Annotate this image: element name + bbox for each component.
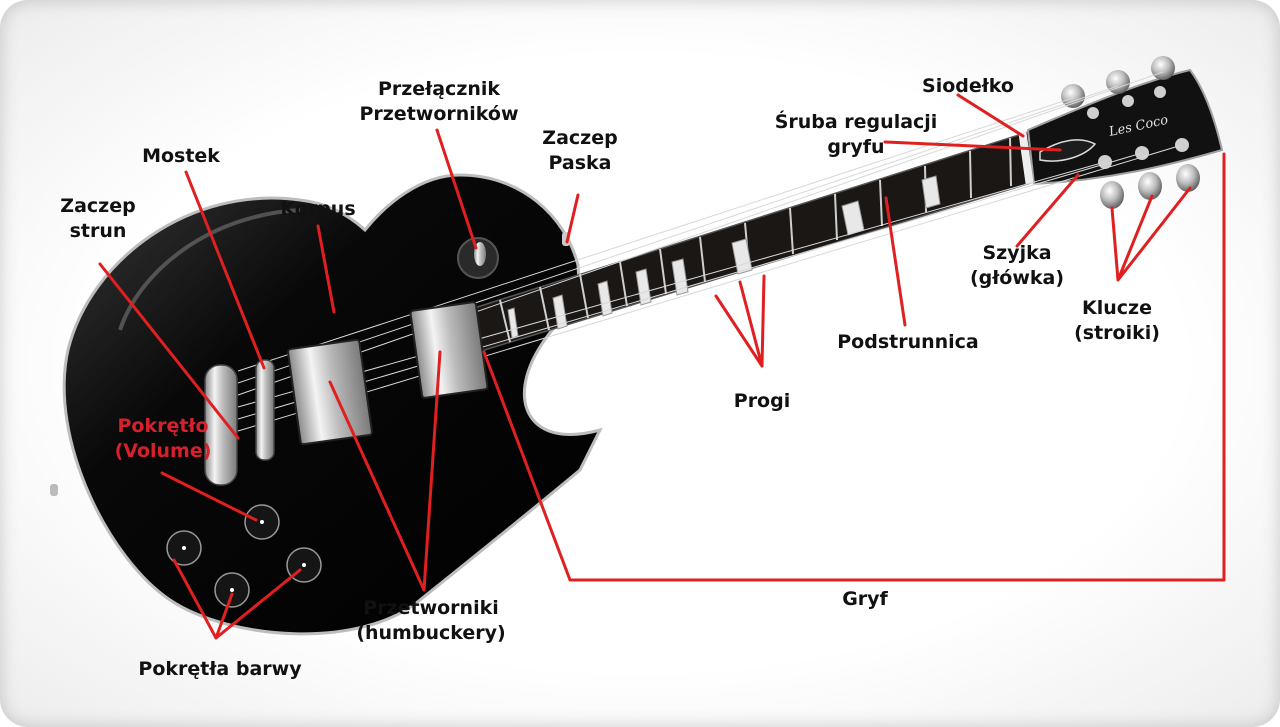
strap-button-bottom — [50, 484, 58, 496]
line-korpus — [316, 224, 336, 314]
label-zaczep-paska: Zaczep Paska — [542, 127, 618, 174]
line-mostek — [184, 170, 266, 370]
fret-inlays — [507, 175, 941, 339]
line-zaczep-paska — [565, 193, 580, 244]
label-klucze: Klucze (stroiki) — [1074, 297, 1160, 344]
line-przelacznik — [435, 128, 478, 250]
line-zaczep-strun — [98, 262, 240, 440]
neck-pickup — [409, 301, 489, 399]
nut — [1018, 131, 1034, 185]
line-progi — [714, 274, 766, 368]
label-pokretlo-volume: Pokrętło (Volume) — [114, 415, 212, 462]
line-sruba — [883, 140, 1062, 152]
label-pokretla-barwy: Pokrętła barwy — [138, 658, 302, 680]
line-podstrunnica — [884, 196, 907, 327]
line-przetworniki — [328, 350, 442, 592]
label-progi: Progi — [733, 390, 791, 412]
line-volume — [160, 471, 258, 522]
tailpiece — [204, 364, 238, 486]
line-klucze — [1110, 186, 1192, 282]
bridge-pickup — [287, 338, 373, 446]
label-podstrunnica: Podstrunnica — [837, 331, 979, 353]
line-siodelko — [956, 93, 1025, 138]
label-sruba: Śruba regulacji gryfu — [774, 111, 938, 158]
annotation-lines — [98, 93, 1226, 640]
label-przelacznik: Przełącznik Przetworników — [359, 78, 519, 125]
strings — [237, 71, 1183, 432]
line-szyjka — [1015, 173, 1080, 248]
label-siodelko: Siodełko — [922, 75, 1014, 97]
label-przetworniki: Przetworniki (humbuckery) — [356, 597, 506, 644]
label-mostek: Mostek — [142, 145, 220, 167]
body-highlight — [118, 208, 301, 331]
label-korpus: Korpus — [280, 198, 356, 220]
line-pokretla-barwy — [172, 558, 302, 640]
label-szyjka: Szyjka (główka) — [969, 242, 1065, 289]
label-gryf: Gryf — [842, 588, 888, 610]
label-zaczep-strun: Zaczep strun — [60, 195, 136, 242]
truss-rod-cover — [1039, 139, 1097, 162]
bridge — [255, 359, 275, 461]
line-gryf — [482, 152, 1226, 582]
